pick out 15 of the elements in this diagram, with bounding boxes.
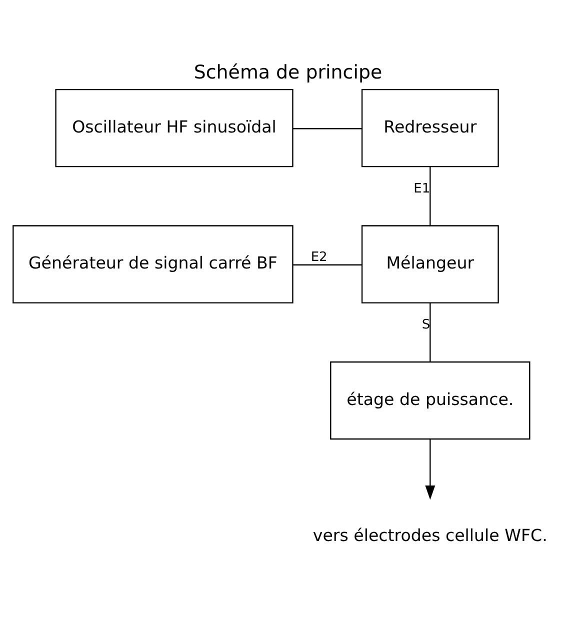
connector — [292, 264, 362, 265]
edge-label: S — [422, 317, 430, 332]
edge-label: E1 — [414, 180, 430, 196]
diagram-title: Schéma de principe — [194, 61, 382, 84]
connector — [292, 128, 362, 129]
arrow — [425, 438, 436, 500]
connector — [430, 166, 431, 225]
node-box: Mélangeur — [361, 224, 499, 303]
node-box: Générateur de signal carré BF — [12, 224, 294, 303]
connector — [430, 302, 431, 362]
edge-label: E2 — [310, 250, 328, 265]
node-box: étage de puissance. — [330, 360, 530, 440]
node-text: vers électrodes cellule WFC. — [312, 526, 548, 545]
node-box: Oscillateur HF sinusoïdal — [55, 88, 294, 167]
node-box: Redresseur — [361, 88, 499, 167]
